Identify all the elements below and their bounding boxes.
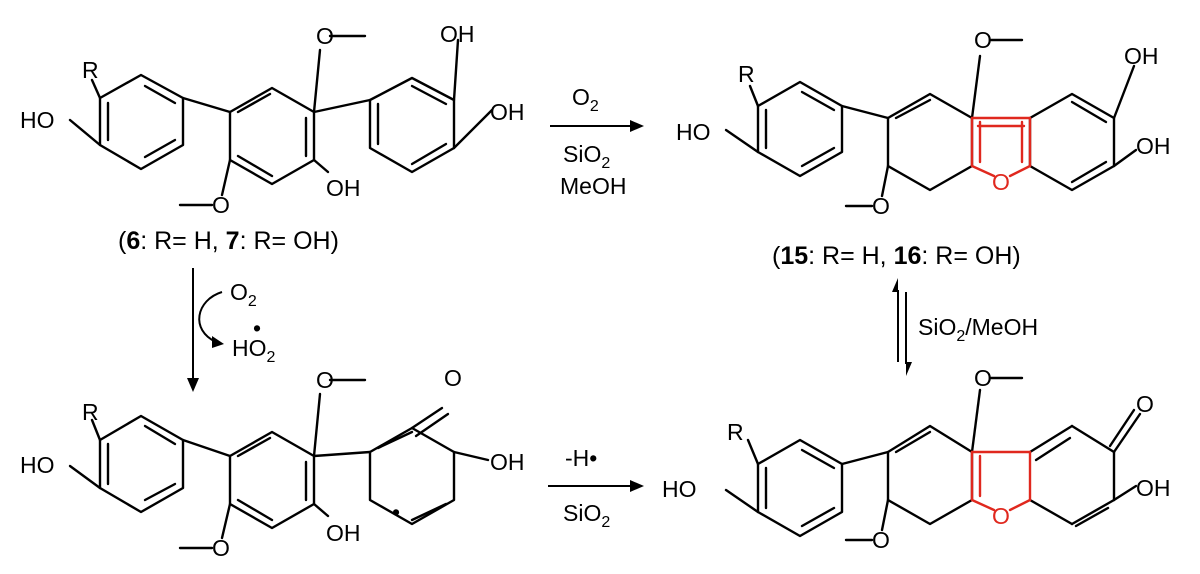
atom-label-ho: HO [20,107,55,133]
compound-number-16: 16 [894,242,922,270]
atom-label-o: O [974,27,992,53]
atom-label-o: O [1136,391,1154,417]
atom-label-oh: OH [440,21,475,47]
caption-open-paren: ( [118,227,127,255]
atom-label-o: O [316,367,334,393]
arrowhead [906,362,912,376]
subscript-2: 2 [601,514,610,531]
furan-oxygen-label: O [992,169,1010,195]
reagent-sio: SiO [918,314,956,340]
caption-open-paren: ( [772,242,781,270]
atom-label-oh: OH [1124,43,1159,69]
reagent-sio2: SiO2 [563,141,610,172]
atom-label-o: O [872,527,890,553]
compound-6-7-structure [68,34,494,207]
compound-number-15: 15 [780,242,808,270]
atom-label-o: O [872,193,890,219]
compound-15-16-structure [724,38,1138,208]
atom-label-o: O [212,192,230,218]
radical-intermediate-structure [68,378,490,550]
reagent-ho2-radical: HO2 [232,335,276,366]
subscript-2: 2 [267,349,276,366]
atom-label-r: R [82,399,99,425]
subscript-2: 2 [956,328,965,345]
reagent-sio2-meoh: SiO2/MeOH [918,314,1038,345]
atom-label-o: O [212,535,230,561]
dienone-product-structure [724,376,1142,542]
atom-label-o: O [316,23,334,49]
radical-dot: • [253,315,261,341]
atom-label-oh: OH [1136,475,1171,501]
atom-label-o: O [974,365,992,391]
atom-label-oh: OH [490,449,525,475]
compound-number-7: 7 [226,227,240,255]
reagent-meoh: MeOH [560,173,626,199]
compound-caption-left: (6: R= H, 7: R= OH) [118,227,339,255]
atom-label-oh: OH [490,99,525,125]
caption-text: : R= OH) [240,227,339,255]
arrowhead [630,480,644,492]
reagent-o2: O2 [572,84,599,115]
arrowhead [630,120,644,132]
atom-label-ho: HO [662,476,697,502]
atom-label-o: O [444,365,462,391]
radical-dot: • [392,499,400,525]
curved-arrow [198,291,223,343]
atom-label-oh: OH [326,520,361,546]
atom-label-oh: OH [1136,133,1171,159]
subscript-2: 2 [601,155,610,172]
atom-label-ho: HO [676,119,711,145]
reagent-o2: O2 [230,279,257,310]
compound-number-6: 6 [126,227,140,255]
reagent-sio2: SiO2 [563,500,610,531]
reagent-o: O [230,279,248,305]
arrowhead [187,378,199,392]
subscript-2: 2 [590,98,599,115]
arrowhead [212,336,224,348]
reagent-sio: SiO [563,500,601,526]
atom-label-r: R [738,61,755,87]
compound-caption-right: (15: R= H, 16: R= OH) [772,242,1021,270]
reagent-meoh: /MeOH [965,314,1038,340]
reagent-ho: HO [232,335,267,361]
furan-oxygen-label: O [992,503,1010,529]
atom-label-ho: HO [20,452,55,478]
reagent-o: O [572,84,590,110]
reagent-minus-h-radical: -H• [565,445,597,471]
arrowhead [892,278,898,292]
subscript-2: 2 [248,293,257,310]
atom-label-r: R [727,419,744,445]
caption-text: : R= H, [140,227,225,255]
reagent-sio: SiO [563,141,601,167]
caption-text: : R= H, [808,242,893,270]
caption-text: : R= OH) [921,242,1020,270]
atom-label-r: R [82,57,99,83]
atom-label-oh: OH [326,175,361,201]
